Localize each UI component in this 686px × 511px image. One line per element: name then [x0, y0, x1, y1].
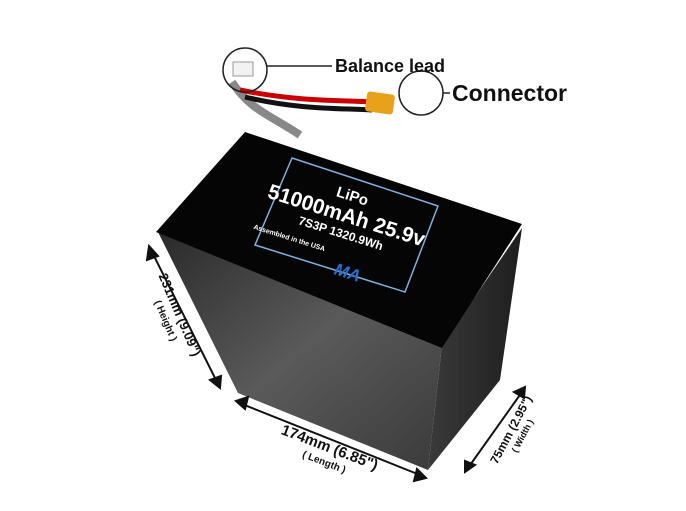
balance-lead-callout-circle	[222, 47, 268, 93]
xt-connector	[365, 91, 395, 115]
connector-callout-circle	[398, 70, 444, 116]
dimension-arrows	[145, 243, 527, 483]
label-border	[253, 157, 439, 293]
battery-front-face	[158, 232, 442, 470]
battery-top-face	[156, 132, 522, 348]
battery-side-face	[428, 228, 522, 470]
wires	[228, 79, 373, 139]
connector-label: Connector	[452, 80, 567, 106]
balance-connector	[232, 61, 254, 77]
balance-lead-label: Balance lead	[335, 56, 445, 76]
